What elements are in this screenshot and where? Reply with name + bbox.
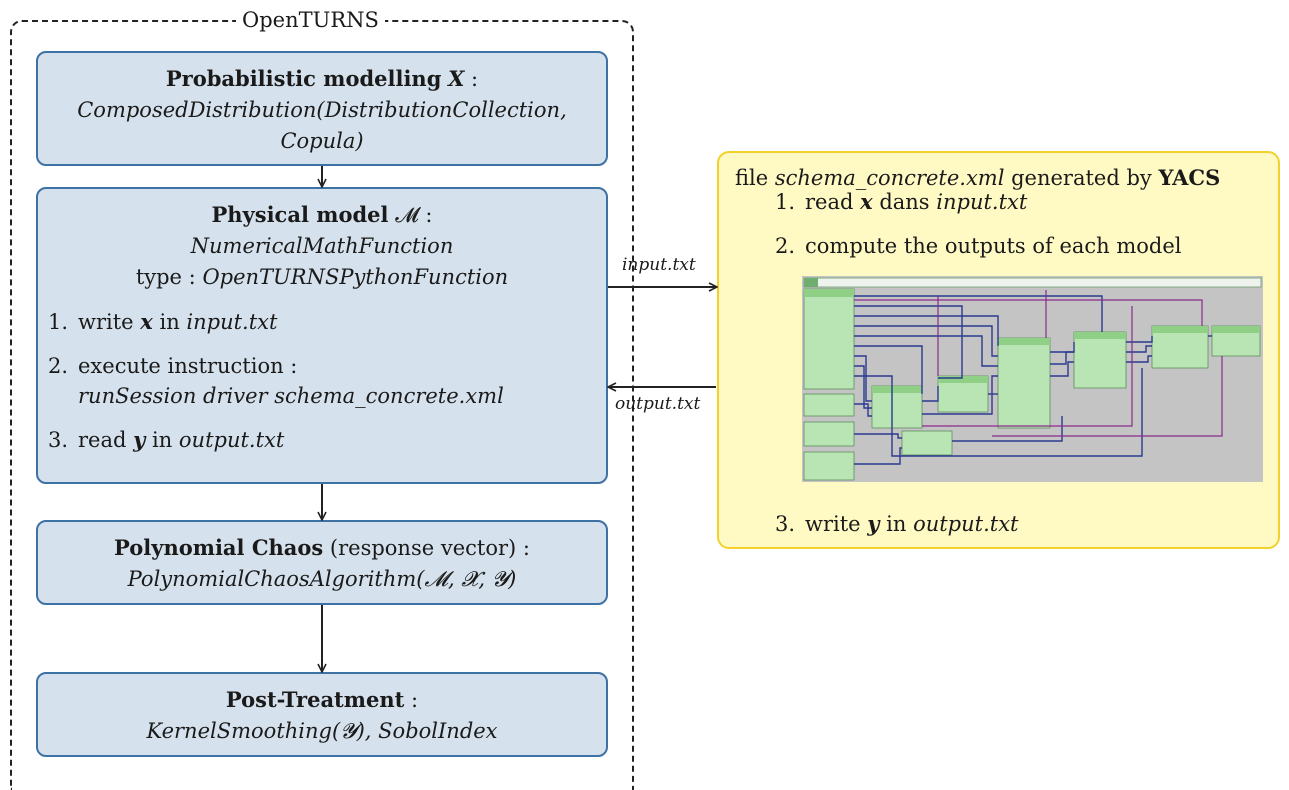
chaos-title: Polynomial Chaos xyxy=(114,535,324,560)
probabilistic-symbol: X xyxy=(448,66,465,91)
physical-title: Physical model xyxy=(211,202,389,227)
physical-step-1: 1. write x in input.txt xyxy=(48,309,278,334)
physical-type-value: OpenTURNSPythonFunction xyxy=(202,265,509,289)
yacs-step-3: 3. write y in output.txt xyxy=(775,511,1019,536)
yacs-steps-bottom: 3. write y in output.txt xyxy=(765,509,1265,539)
physical-step-3: 3. read y in output.txt xyxy=(48,427,285,452)
input-txt-label: input.txt xyxy=(622,255,696,275)
polynomial-chaos-box: Polynomial Chaos (response vector) : Pol… xyxy=(36,520,608,605)
openturns-frame-title: OpenTURNS xyxy=(236,7,385,33)
physical-model-box: Physical model 𝓜 : NumericalMathFunction… xyxy=(36,187,608,484)
post-title: Post-Treatment xyxy=(225,687,405,712)
yacs-schema-screenshot xyxy=(802,276,1263,482)
output-txt-label: output.txt xyxy=(615,394,701,414)
physical-suffix: : xyxy=(418,203,433,227)
chaos-note: (response vector) : xyxy=(323,536,530,560)
yacs-step-2: 2. compute the outputs of each model xyxy=(775,234,1182,258)
post-line2: KernelSmoothing(𝓨), SobolIndex xyxy=(146,719,498,743)
chaos-algorithm: PolynomialChaosAlgorithm(𝓜, 𝓧, 𝓨) xyxy=(127,567,517,591)
probabilistic-modelling-box: Probabilistic modelling X : ComposedDist… xyxy=(36,51,608,166)
yacs-schema-graphic xyxy=(802,276,1263,482)
probabilistic-title: Probabilistic modelling xyxy=(165,66,442,91)
physical-steps: 1. write x in input.txt 2. execute instr… xyxy=(38,307,606,455)
probabilistic-line2: ComposedDistribution(DistributionCollect… xyxy=(77,98,567,122)
physical-step-2: 2. execute instruction : runSession driv… xyxy=(48,354,504,408)
probabilistic-suffix: : xyxy=(464,67,479,91)
physical-symbol: 𝓜 xyxy=(395,203,419,227)
yacs-step-1: 1. read x dans input.txt xyxy=(775,189,1028,214)
probabilistic-line3: Copula) xyxy=(280,129,364,153)
post-treatment-box: Post-Treatment : KernelSmoothing(𝓨), Sob… xyxy=(36,672,608,757)
run-session-command: runSession driver schema_concrete.xml xyxy=(78,384,504,408)
physical-class-name: NumericalMathFunction xyxy=(190,234,454,258)
post-suffix: : xyxy=(404,688,419,712)
yacs-steps: 1. read x dans input.txt 2. compute the … xyxy=(765,187,1265,261)
physical-type-label: type : xyxy=(135,265,196,289)
yacs-heading: file schema_concrete.xml generated by YA… xyxy=(735,165,1221,190)
